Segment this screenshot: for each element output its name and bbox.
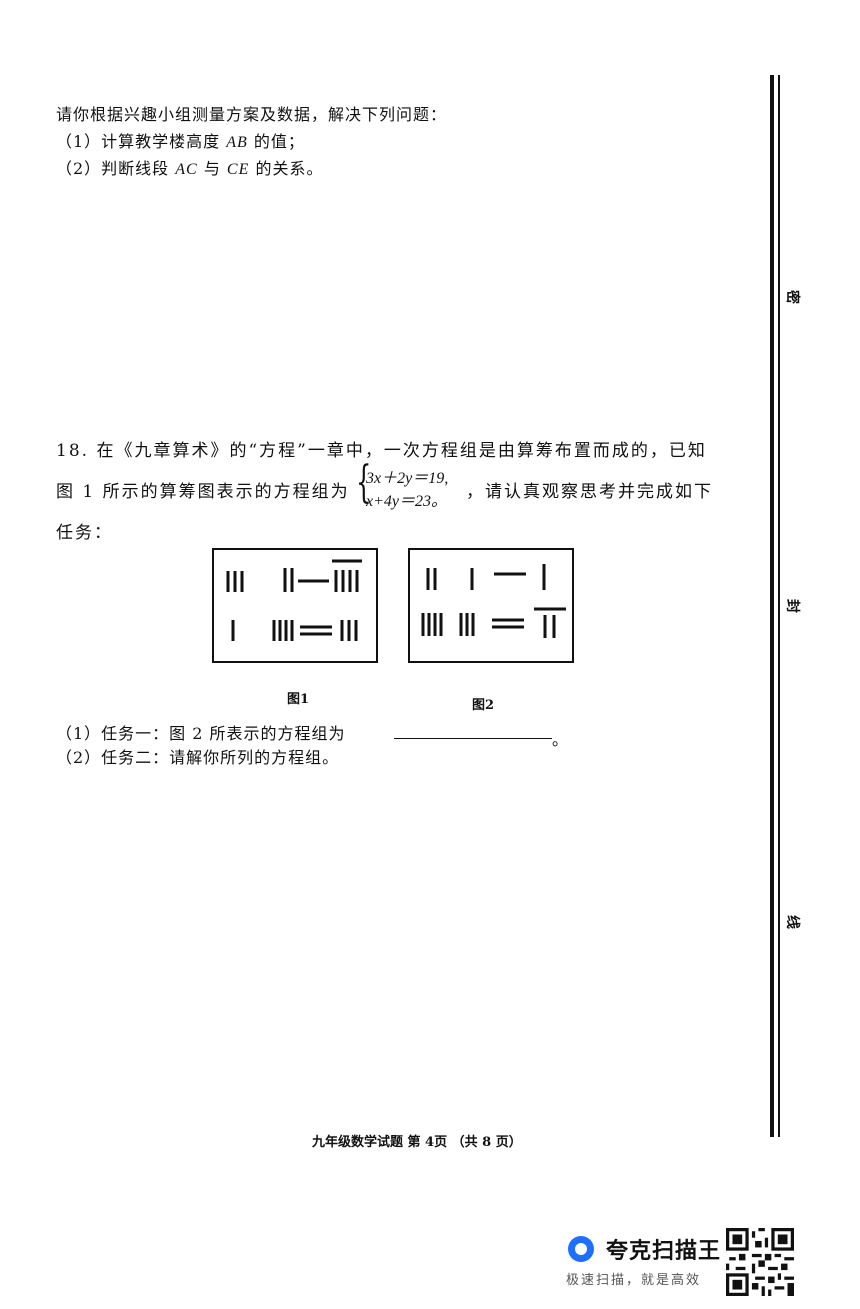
equation-2: x+4y＝23。 (366, 493, 448, 510)
figure-2-caption: 图2 (472, 698, 495, 713)
q18-line-1: 18. 在《九章算术》的“方程”一章中，一次方程组是由算筹布置而成的，已知 (56, 441, 707, 461)
figure-1-counting-rods (212, 548, 378, 663)
brace-icon: { (356, 457, 372, 508)
seal-mark-mi: 密 (784, 290, 800, 304)
question-1-var: AB (226, 134, 248, 151)
q18-line-3: 任务： (56, 523, 113, 543)
question-2-var-2: CE (226, 161, 250, 178)
question-2-var-1: AC (175, 161, 198, 178)
seal-mark-feng: 封 (784, 599, 800, 613)
q18-line-2-pre: 图 1 所示的算筹图表示的方程组为 (56, 482, 350, 502)
scanner-app-name: 夸克扫描王 (606, 1239, 722, 1264)
question-2-mid: 与 (197, 159, 227, 178)
question-1-pre: （1）计算教学楼高度 (56, 132, 227, 151)
task-1-end: 。 (552, 730, 570, 749)
question-1-post: 的值； (247, 132, 305, 151)
equation-1: 3x＋2y＝19, (366, 470, 449, 487)
quark-scanner-logo-icon (568, 1236, 594, 1262)
task-1: （1）任务一：图 2 所表示的方程组为 (56, 724, 346, 743)
figure-1-caption: 图1 (287, 692, 310, 707)
page-footer: 九年级数学试题 第 4页 （共 8 页） (312, 1135, 522, 1150)
qr-code-icon (726, 1228, 794, 1296)
seal-mark-xian: 线 (784, 915, 800, 929)
answer-blank (394, 737, 552, 739)
q18-line-2-post: ，请认真观察思考并完成如下 (466, 482, 713, 502)
binding-line-thick (770, 75, 774, 1137)
task-2: （2）任务二：请解你所列的方程组。 (56, 748, 340, 767)
scanner-slogan: 极速扫描，就是高效 (566, 1273, 702, 1288)
question-2-post: 的关系。 (249, 159, 324, 178)
binding-line-thin (778, 75, 780, 1137)
question-1: （1）计算教学楼高度 AB 的值； (56, 128, 305, 152)
intro-text: 请你根据兴趣小组测量方案及数据，解决下列问题： (56, 105, 448, 124)
question-2-pre: （2）判断线段 (56, 159, 176, 178)
question-2: （2）判断线段 AC 与 CE 的关系。 (56, 155, 323, 179)
figure-2-counting-rods (408, 548, 574, 663)
